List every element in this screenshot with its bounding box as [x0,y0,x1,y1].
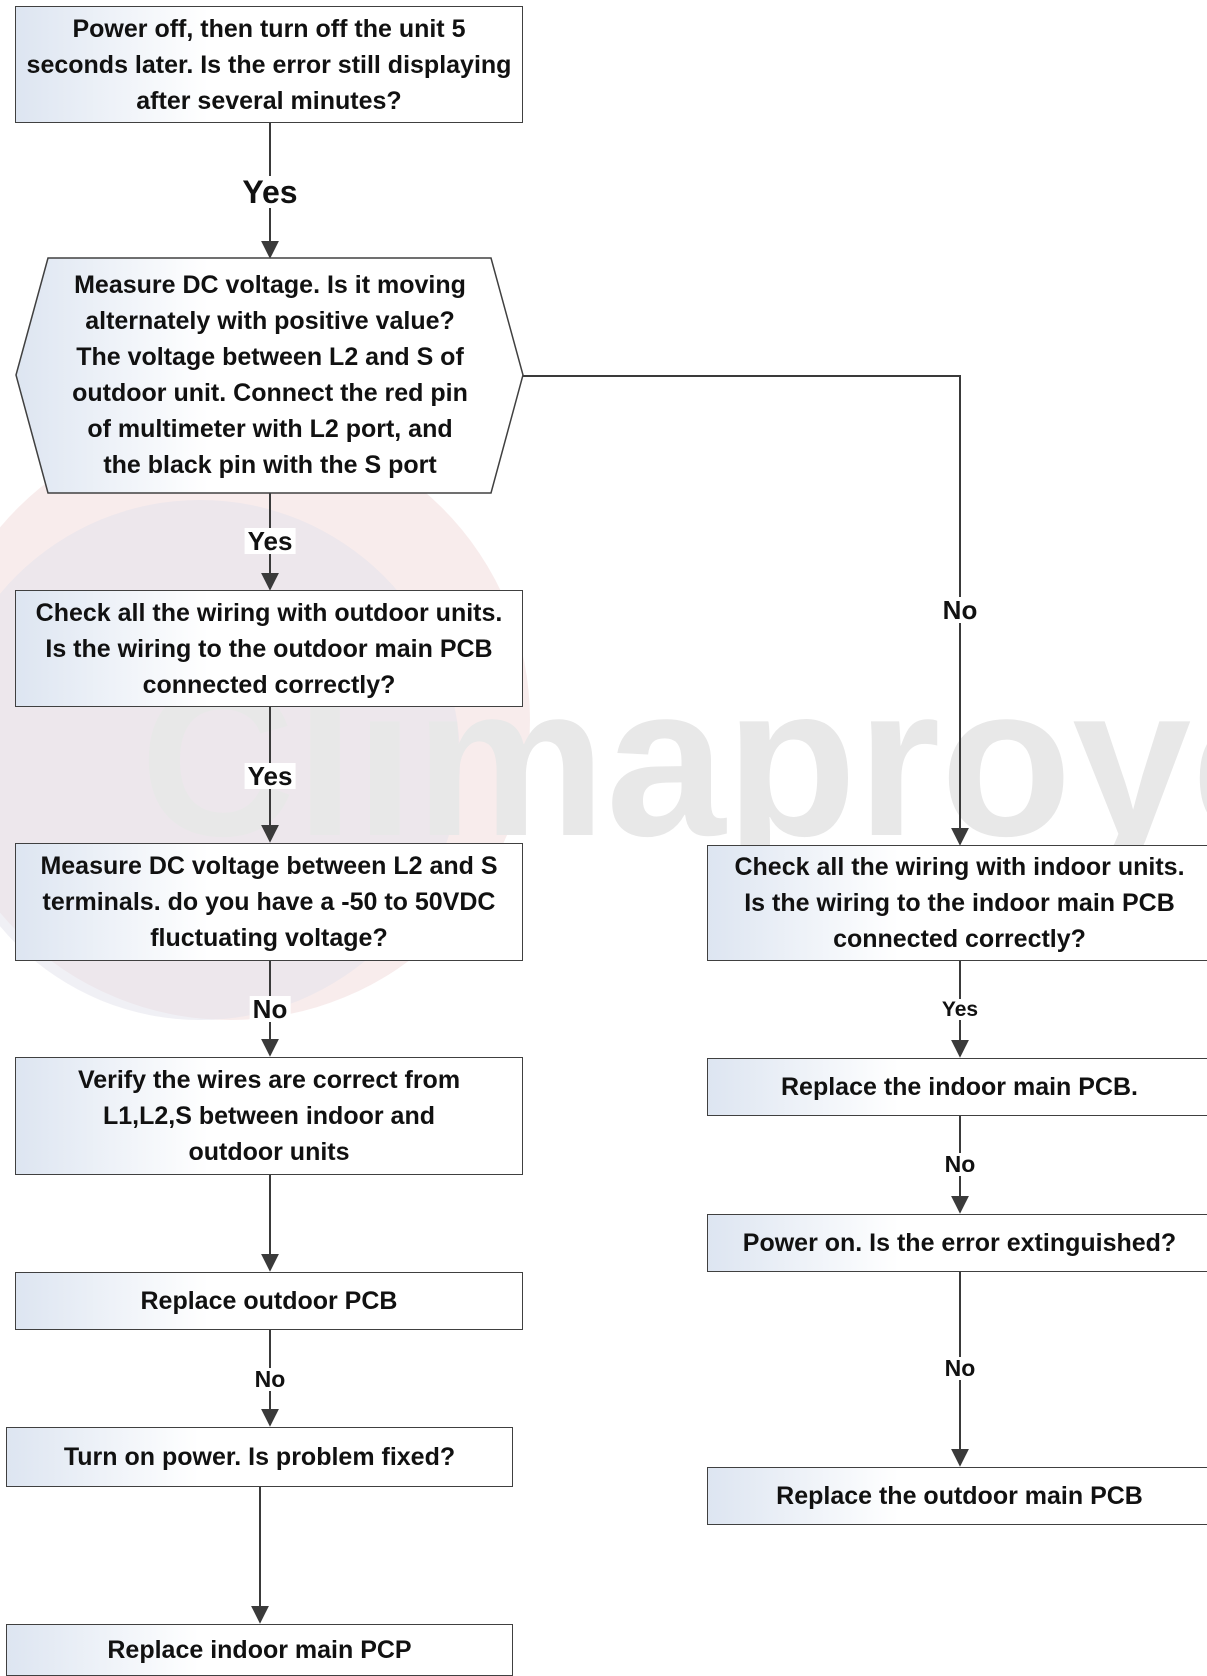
node-measure-l2-s-line: Measure DC voltage between L2 and S [40,852,498,880]
node-replace-outdoor-main-pcb-label: Replace the outdoor main PCB [776,1482,1143,1510]
node-check-indoor-wiring-line: Is the wiring to the indoor main PCB [744,889,1175,917]
node-measure-dc-line: outdoor unit. Connect the red pin [72,379,468,407]
edge-label-no: No [941,1357,979,1380]
node-verify-wires-line: outdoor units [188,1138,350,1166]
node-check-indoor-wiring-line: connected correctly? [833,925,1086,953]
node-start-line: Power off, then turn off the unit 5 [72,14,466,43]
node-check-outdoor-wiring-line: Check all the wiring with outdoor units. [35,598,503,627]
node-measure-l2-s-line: fluctuating voltage? [150,924,388,952]
node-measure-dc-line: The voltage between L2 and S of [76,343,464,371]
node-replace-outdoor-pcb: Replace outdoor PCB [15,1272,523,1330]
edge-label-no: No [941,1153,979,1176]
node-measure-dc-line: the black pin with the S port [103,451,437,479]
node-check-outdoor-wiring-line: Is the wiring to the outdoor main PCB [45,634,493,663]
node-check-outdoor-wiring-line: connected correctly? [142,670,396,699]
node-replace-outdoor-main-pcb: Replace the outdoor main PCB [707,1467,1207,1525]
node-turn-on-power: Turn on power. Is problem fixed? [6,1427,513,1487]
node-check-indoor-wiring: Check all the wiring with indoor units. … [707,845,1207,961]
node-start-line: after several minutes? [136,86,402,115]
node-verify-wires-line: Verify the wires are correct from [77,1066,461,1094]
node-measure-dc-line: of multimeter with L2 port, and [87,415,453,443]
node-replace-indoor-main-pcb-label: Replace the indoor main PCB. [780,1073,1138,1101]
node-check-indoor-wiring-line: Check all the wiring with indoor units. [734,853,1185,881]
node-measure-dc-line: Measure DC voltage. Is it moving [74,271,466,299]
node-measure-dc-shape [15,257,524,494]
edge-label-no: No [939,597,981,623]
node-replace-indoor-main-pcb: Replace the indoor main PCB. [707,1058,1207,1116]
node-replace-indoor-pcp: Replace indoor main PCP [6,1624,513,1676]
edge-label-yes: Yes [244,528,296,554]
edge-label-yes: Yes [938,999,982,1020]
node-verify-wires: Verify the wires are correct from L1,L2,… [15,1057,523,1175]
node-replace-outdoor-pcb-label: Replace outdoor PCB [140,1287,398,1315]
edge-label-no: No [251,1368,289,1391]
edge-label-yes: Yes [244,763,296,789]
arrow-measure-to-check-indoor [523,375,969,846]
edge-label-yes: Yes [239,176,301,208]
node-power-on-check: Power on. Is the error extinguished? [707,1214,1207,1272]
node-measure-dc: Measure DC voltage. Is it moving alterna… [40,267,500,483]
edge-label-no: No [249,996,291,1022]
node-measure-dc-line: alternately with positive value? [85,307,455,335]
node-power-on-check-label: Power on. Is the error extinguished? [742,1229,1177,1257]
node-check-outdoor-wiring: Check all the wiring with outdoor units.… [15,590,523,707]
node-start-line: seconds later. Is the error still displa… [26,50,512,79]
node-start: Power off, then turn off the unit 5 seco… [15,6,523,123]
node-measure-l2-s-line: terminals. do you have a -50 to 50VDC [42,888,496,916]
node-measure-l2-s: Measure DC voltage between L2 and S term… [15,843,523,961]
node-turn-on-power-label: Turn on power. Is problem fixed? [63,1443,456,1471]
node-verify-wires-line: L1,L2,S between indoor and [103,1102,435,1130]
node-replace-indoor-pcp-label: Replace indoor main PCP [107,1636,412,1664]
